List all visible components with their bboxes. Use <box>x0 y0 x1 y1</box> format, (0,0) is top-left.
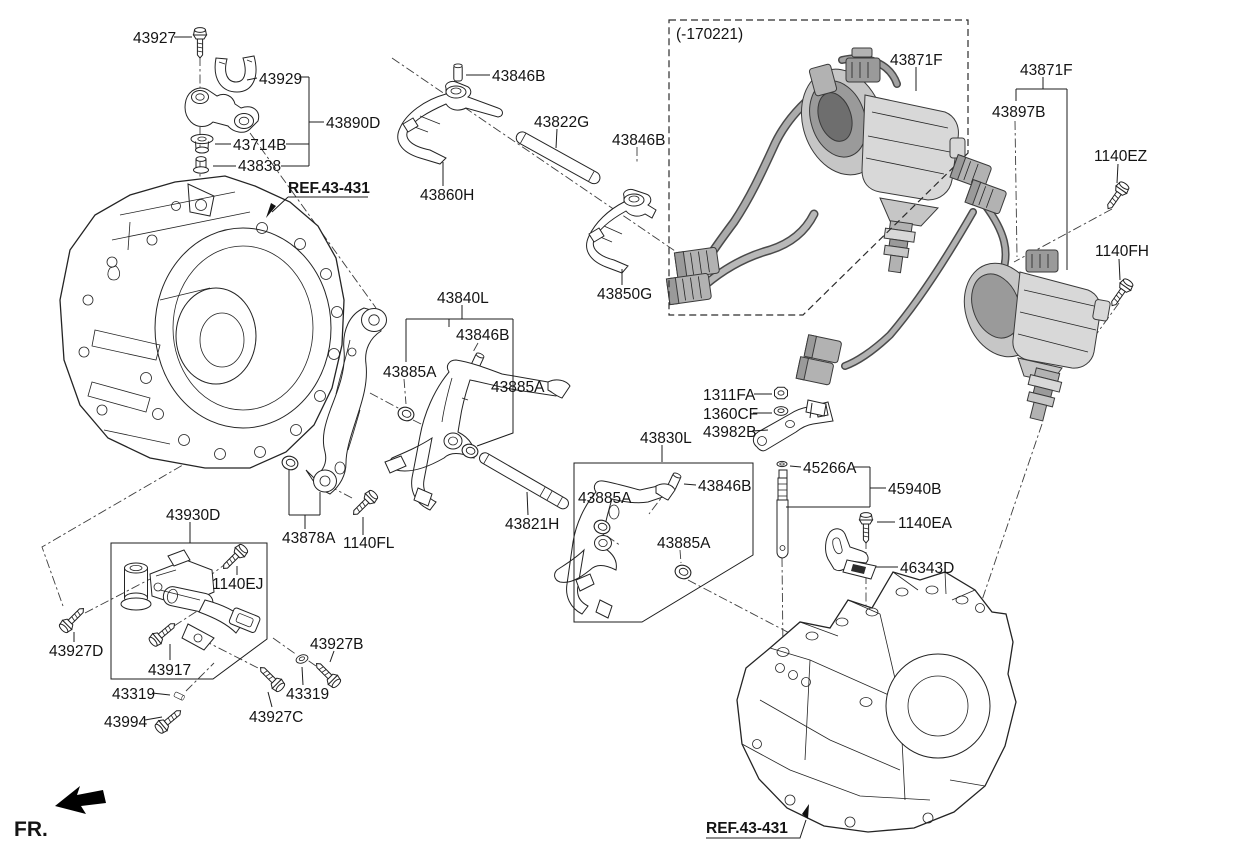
part-label-1311FA: 1311FA <box>703 387 756 404</box>
part-label-43917: 43917 <box>148 662 191 679</box>
bushing-43885A-icon-4 <box>672 562 694 582</box>
ref-label-bottom: REF.43-431 <box>706 820 788 837</box>
part-label-1140EJ: 1140EJ <box>212 576 263 593</box>
clamp-43929-drawing <box>214 55 257 93</box>
transaxle-case-drawing <box>736 571 1017 833</box>
shift-fork-43860H-drawing <box>397 81 503 165</box>
ref-arrow-bottom <box>802 804 809 819</box>
washer-1360CF-icon <box>773 406 789 416</box>
nut-1311FA-icon <box>774 386 788 400</box>
part-label-43871F-1: 43871F <box>890 52 943 69</box>
bolt-1140FH-icon <box>1106 276 1136 310</box>
part-label-43927D: 43927D <box>49 643 103 660</box>
bolt-43994-icon <box>152 705 186 736</box>
part-label-43838: 43838 <box>238 158 281 175</box>
part-label-43930D: 43930D <box>166 507 220 524</box>
part-label-43982B: 43982B <box>703 424 756 441</box>
part-label-43846B-4: 43846B <box>698 478 751 495</box>
shift-fork-43840L-drawing <box>384 359 571 511</box>
shift-control-assy-43930D-drawing <box>120 549 261 651</box>
select-arm-43878A-drawing <box>305 307 387 495</box>
stopper-43838-icon <box>193 156 209 174</box>
bolt-43927D-icon <box>56 603 89 636</box>
bushing-43885A-icon-1 <box>395 404 417 424</box>
part-label-43830L: 43830L <box>640 430 692 447</box>
part-label-43846B-3: 43846B <box>456 327 509 344</box>
part-label-1140EA: 1140EA <box>898 515 953 532</box>
grommet-43714B-icon <box>190 133 214 154</box>
part-label-43846B-1: 43846B <box>492 68 545 85</box>
ref-arrow-top <box>266 203 276 218</box>
part-label-43885A-2: 43885A <box>491 379 545 396</box>
clutch-housing-drawing <box>59 175 345 469</box>
bolt-1140EZ-icon <box>1102 179 1132 213</box>
part-label-43871F-2: 43871F <box>1020 62 1073 79</box>
part-label-43994: 43994 <box>104 714 147 731</box>
gear-actuator-43871F-drawing <box>795 153 1111 422</box>
part-label-43927B: 43927B <box>310 636 363 653</box>
bolt-1140EA-icon <box>859 512 873 544</box>
part-label-43822G: 43822G <box>534 114 589 131</box>
bolt-43927-icon <box>193 27 207 59</box>
variant-label: (-170221) <box>676 26 743 43</box>
shift-fork-43830L-drawing <box>554 480 676 619</box>
part-label-46343D: 46343D <box>900 560 954 577</box>
bushing-43878A-icon <box>279 453 301 473</box>
part-label-45266A: 45266A <box>803 460 857 477</box>
part-label-43927C: 43927C <box>249 709 303 726</box>
part-label-43878A: 43878A <box>282 530 336 547</box>
part-label-43319-1: 43319 <box>112 686 155 703</box>
part-label-43840L: 43840L <box>437 290 489 307</box>
bolt-43927C-icon <box>255 662 288 695</box>
part-label-1140FL: 1140FL <box>343 535 395 552</box>
gear-actuator-43871F-old-drawing <box>665 47 966 306</box>
bracket-46343D-drawing <box>825 528 877 580</box>
bolt-1140EJ-icon <box>218 541 251 574</box>
part-label-43319-2: 43319 <box>286 686 329 703</box>
part-label-43860H: 43860H <box>420 187 474 204</box>
washer-43319-icon <box>294 652 310 666</box>
fr-label: FR. <box>14 818 48 841</box>
part-label-43927: 43927 <box>133 30 176 47</box>
part-label-43885A-4: 43885A <box>657 535 711 552</box>
part-label-1140FH: 1140FH <box>1095 243 1149 260</box>
shift-shaft-43822G-drawing <box>515 131 601 185</box>
pin-43846B-icon-1 <box>453 63 463 82</box>
shift-fork-43850G-drawing <box>586 189 657 274</box>
part-label-43885A-1: 43885A <box>383 364 437 381</box>
part-label-45940B: 45940B <box>888 481 941 498</box>
part-label-43846B-2: 43846B <box>612 132 665 149</box>
part-label-1140EZ: 1140EZ <box>1094 148 1147 165</box>
control-shaft-45940B-drawing <box>776 460 789 559</box>
bolt-1140FL-icon <box>348 487 381 520</box>
pin-43319-icon <box>173 691 186 701</box>
part-label-43821H: 43821H <box>505 516 559 533</box>
shift-shaft-43821H-drawing <box>479 452 569 510</box>
bracket-43890D-drawing <box>184 87 260 133</box>
bolt-43917-icon <box>146 618 180 649</box>
fr-direction-arrow-icon <box>55 786 106 814</box>
part-label-43850G: 43850G <box>597 286 652 303</box>
part-label-1360CF: 1360CF <box>703 406 758 423</box>
part-label-43929: 43929 <box>259 71 302 88</box>
part-label-43897B: 43897B <box>992 104 1045 121</box>
part-label-43885A-3: 43885A <box>578 490 632 507</box>
part-label-43714B: 43714B <box>233 137 286 154</box>
ref-label-top: REF.43-431 <box>288 180 370 197</box>
leader-lines <box>73 36 1121 839</box>
part-label-43890D: 43890D <box>326 115 380 132</box>
